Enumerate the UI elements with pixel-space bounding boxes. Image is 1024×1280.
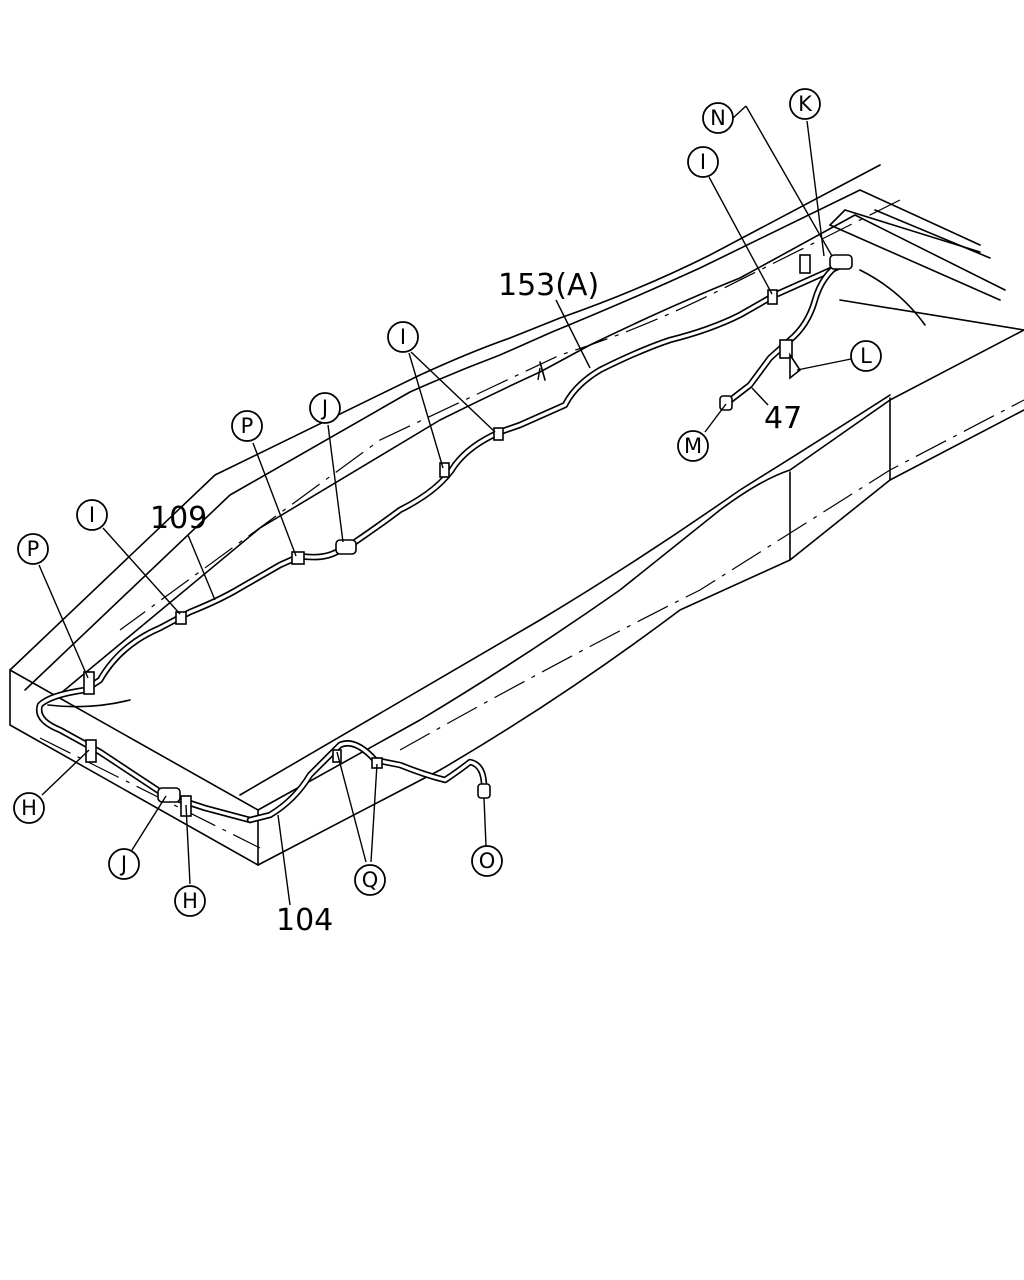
part-number-109: 109 <box>150 501 207 536</box>
callout-h-left: H <box>13 792 45 824</box>
callout-p-left: P <box>17 533 49 565</box>
svg-text:I: I <box>700 150 706 174</box>
callout-o: O <box>471 845 503 877</box>
callout-k: K <box>789 88 821 120</box>
svg-text:J: J <box>320 396 328 420</box>
callout-q: Q <box>354 864 386 896</box>
fuel-pipes <box>35 258 846 824</box>
frame-outline <box>9 164 1024 866</box>
svg-text:H: H <box>182 889 198 913</box>
callout-l: L <box>850 340 882 372</box>
part-number-104: 104 <box>276 903 333 938</box>
callout-n: N <box>702 102 734 134</box>
svg-text:P: P <box>241 414 254 438</box>
svg-text:K: K <box>798 92 813 116</box>
callout-bubbles: N K I L M I J P <box>13 88 882 917</box>
svg-text:I: I <box>400 325 406 349</box>
callout-p-mid: P <box>231 410 263 442</box>
svg-text:M: M <box>684 434 702 458</box>
svg-text:J: J <box>119 852 127 876</box>
svg-text:P: P <box>27 537 40 561</box>
callout-i-left: I <box>76 499 108 531</box>
callout-i-top: I <box>687 146 719 178</box>
part-number-153a: 153(A) <box>498 268 599 303</box>
callout-i-mid: I <box>387 321 419 353</box>
leader-lines <box>38 105 852 906</box>
svg-text:N: N <box>710 106 726 130</box>
svg-text:H: H <box>21 796 37 820</box>
callout-m: M <box>677 430 709 462</box>
part-numbers: 153(A) 109 104 47 <box>150 268 802 938</box>
callout-j-mid: J <box>309 392 341 424</box>
svg-text:I: I <box>89 503 95 527</box>
callout-j-low: J <box>108 848 140 880</box>
svg-text:Q: Q <box>362 868 379 892</box>
part-number-47: 47 <box>764 401 802 436</box>
svg-text:O: O <box>479 849 496 873</box>
svg-text:L: L <box>860 344 872 368</box>
callout-h-low: H <box>174 885 206 917</box>
